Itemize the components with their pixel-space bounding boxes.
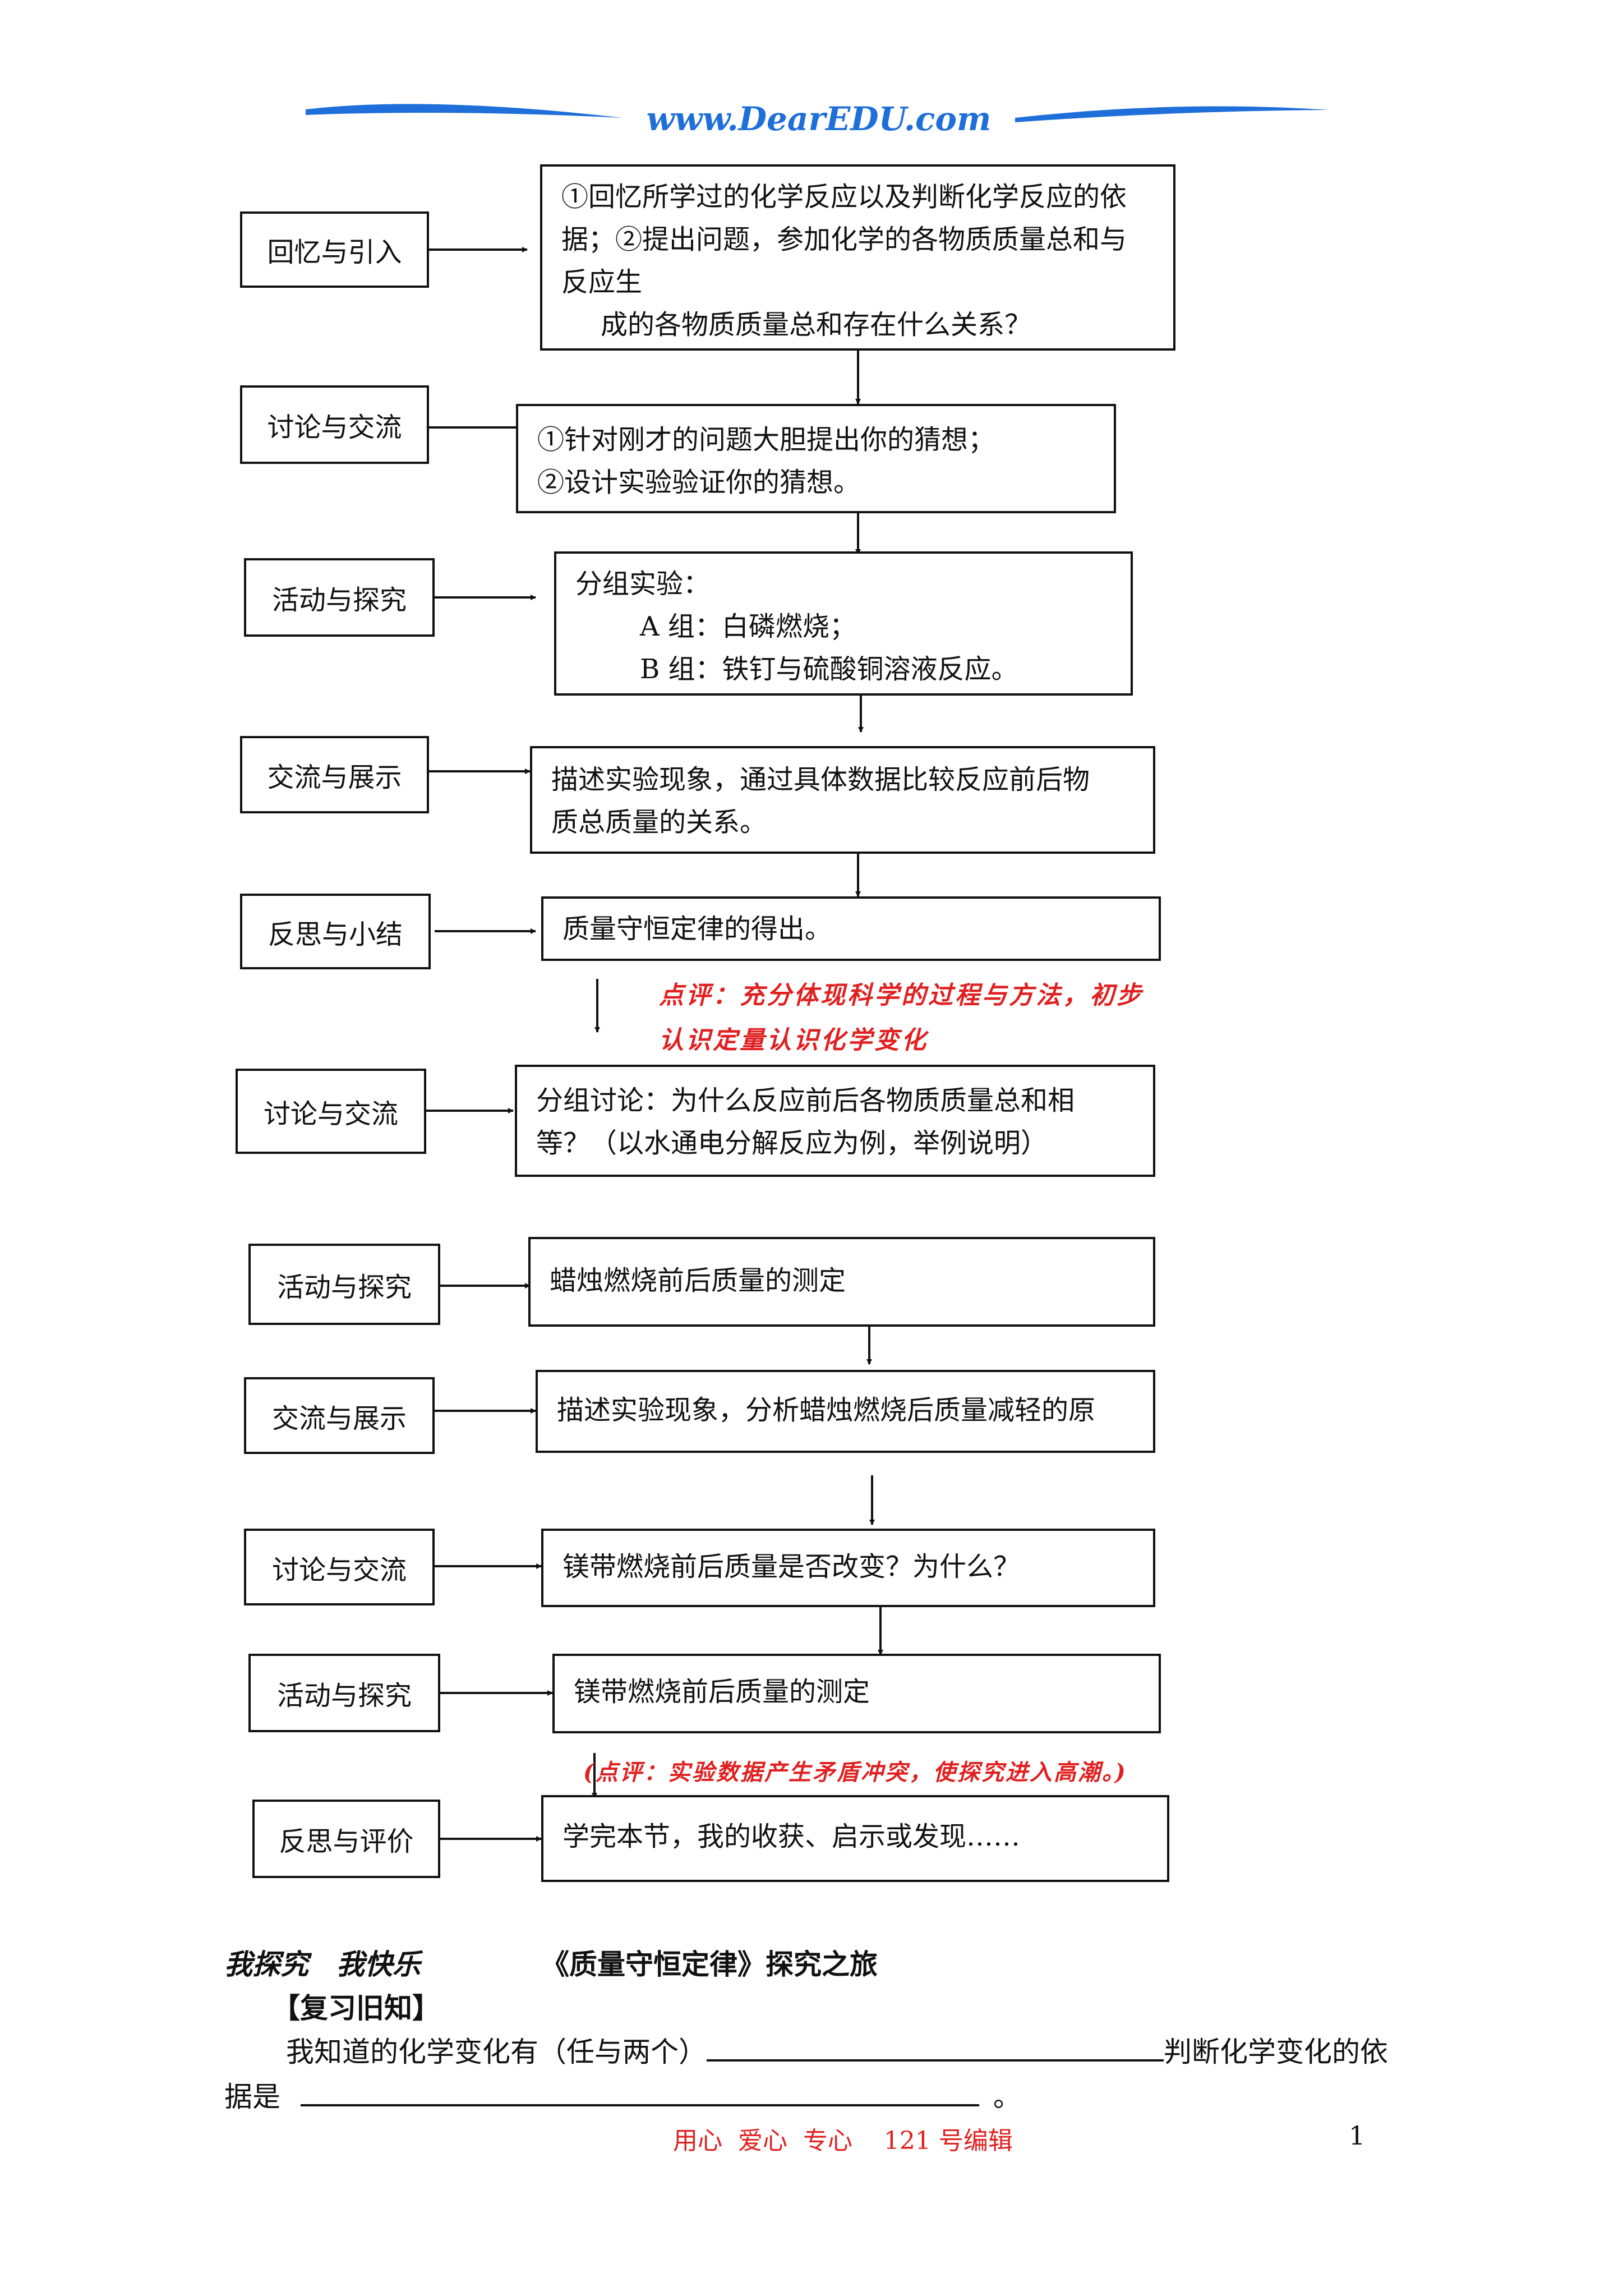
step-6-label: 讨论与交流 bbox=[236, 1069, 426, 1154]
comment-note-1-line: 点评：充分体现科学的过程与方法，初步 bbox=[659, 981, 1144, 1010]
section-heading-title: 《质量守恒定律》探究之旅 bbox=[541, 1948, 878, 1981]
step-8-content: 描述实验现象，分析蜡烛燃烧后质量减轻的原 bbox=[536, 1370, 1155, 1453]
step-9-line: 镁带燃烧前后质量是否改变？为什么？ bbox=[562, 1551, 1021, 1582]
step-5-content: 质量守恒定律的得出。 bbox=[541, 896, 1161, 961]
step-1-content: ①回忆所学过的化学反应以及判断化学反应的依 据；②提出问题，参加化学的各物质质量… bbox=[540, 164, 1175, 351]
step-5-label: 反思与小结 bbox=[240, 894, 431, 969]
step-2-content: ①针对刚才的问题大胆提出你的猜想； ②设计实验验证你的猜想。 bbox=[516, 404, 1116, 513]
question-1-start: 我知道的化学变化有（任与两个） bbox=[286, 2036, 707, 2068]
comment-note-1-line: 认识定量认识化学变化 bbox=[659, 1026, 928, 1055]
answer-blank-1[interactable] bbox=[707, 2035, 1164, 2062]
step-4-line: 质总质量的关系。 bbox=[551, 807, 767, 838]
step-7-content: 蜡烛燃烧前后质量的测定 bbox=[528, 1237, 1155, 1327]
step-2-label: 讨论与交流 bbox=[240, 385, 429, 464]
review-title: 【复习旧知】 bbox=[272, 1991, 440, 2024]
step-7-line: 蜡烛燃烧前后质量的测定 bbox=[550, 1265, 846, 1296]
step-1-line: 成的各物质质量总和存在什么关系？ bbox=[601, 309, 1032, 341]
step-9-label: 讨论与交流 bbox=[244, 1529, 435, 1605]
header-wave-left bbox=[306, 104, 1329, 122]
comment-note-1: 点评：充分体现科学的过程与方法，初步 认识定量认识化学变化 bbox=[659, 973, 1192, 1063]
question-2-start: 据是 bbox=[224, 2081, 280, 2113]
step-3-label: 活动与探究 bbox=[244, 558, 435, 637]
step-5-line: 质量守恒定律的得出。 bbox=[562, 913, 832, 945]
step-6-content: 分组讨论：为什么反应前后各物质质量总和相 等？（以水通电分解反应为例，举例说明） bbox=[515, 1065, 1155, 1177]
step-10-line: 镁带燃烧前后质量的测定 bbox=[574, 1676, 870, 1708]
step-9-content: 镁带燃烧前后质量是否改变？为什么？ bbox=[541, 1529, 1155, 1607]
step-8-label: 交流与展示 bbox=[244, 1377, 435, 1454]
section-heading-left: 我探究 我快乐 bbox=[224, 1948, 421, 1981]
step-3-line: 分组实验： bbox=[575, 568, 711, 600]
step-10-content: 镁带燃烧前后质量的测定 bbox=[552, 1654, 1161, 1733]
question-1: 我知道的化学变化有（任与两个） 判断化学变化的依 bbox=[286, 2030, 1388, 2070]
header-logo[interactable]: www.DearEDU.com bbox=[646, 100, 992, 138]
step-6-line: 分组讨论：为什么反应前后各物质质量总和相 bbox=[536, 1085, 1075, 1116]
question-2-end: 。 bbox=[993, 2081, 1021, 2113]
step-11-content: 学完本节，我的收获、启示或发现…… bbox=[541, 1795, 1169, 1882]
step-3-line: B 组：铁钉与硫酸铜溶液反应。 bbox=[640, 654, 1018, 685]
step-8-line: 描述实验现象，分析蜡烛燃烧后质量减轻的原 bbox=[557, 1395, 1096, 1426]
step-7-label: 活动与探究 bbox=[248, 1244, 440, 1325]
question-2: 据是 。 bbox=[224, 2074, 1021, 2115]
step-3-content: 分组实验： A 组：白磷燃烧； B 组：铁钉与硫酸铜溶液反应。 bbox=[554, 551, 1133, 696]
step-1-line: 反应生 bbox=[561, 266, 643, 298]
step-4-label: 交流与展示 bbox=[240, 736, 429, 813]
step-4-line: 描述实验现象，通过具体数据比较反应前后物 bbox=[551, 764, 1090, 795]
comment-note-2: (点评：实验数据产生矛盾冲突，使探究进入高潮。) bbox=[583, 1759, 1127, 1786]
step-2-line: ①针对刚才的问题大胆提出你的猜想； bbox=[537, 424, 995, 455]
step-1-label: 回忆与引入 bbox=[240, 211, 429, 288]
step-3-line: A 组：白磷燃烧； bbox=[640, 611, 856, 642]
step-11-line: 学完本节，我的收获、启示或发现…… bbox=[562, 1821, 1021, 1852]
step-11-label: 反思与评价 bbox=[252, 1800, 440, 1878]
answer-blank-2[interactable] bbox=[300, 2079, 979, 2106]
step-1-line: 据；②提出问题，参加化学的各物质质量总和与 bbox=[561, 224, 1127, 255]
step-6-line: 等？（以水通电分解反应为例，举例说明） bbox=[536, 1128, 1048, 1159]
step-1-line: ①回忆所学过的化学反应以及判断化学反应的依 bbox=[561, 181, 1127, 213]
page-number: 1 bbox=[1349, 2120, 1366, 2151]
footer-slogan: 用心 爱心 专心 121 号编辑 bbox=[673, 2127, 1013, 2155]
step-4-content: 描述实验现象，通过具体数据比较反应前后物 质总质量的关系。 bbox=[530, 746, 1155, 854]
question-1-end: 判断化学变化的依 bbox=[1164, 2036, 1388, 2068]
step-2-line: ②设计实验验证你的猜想。 bbox=[537, 467, 861, 498]
step-10-label: 活动与探究 bbox=[248, 1654, 440, 1732]
